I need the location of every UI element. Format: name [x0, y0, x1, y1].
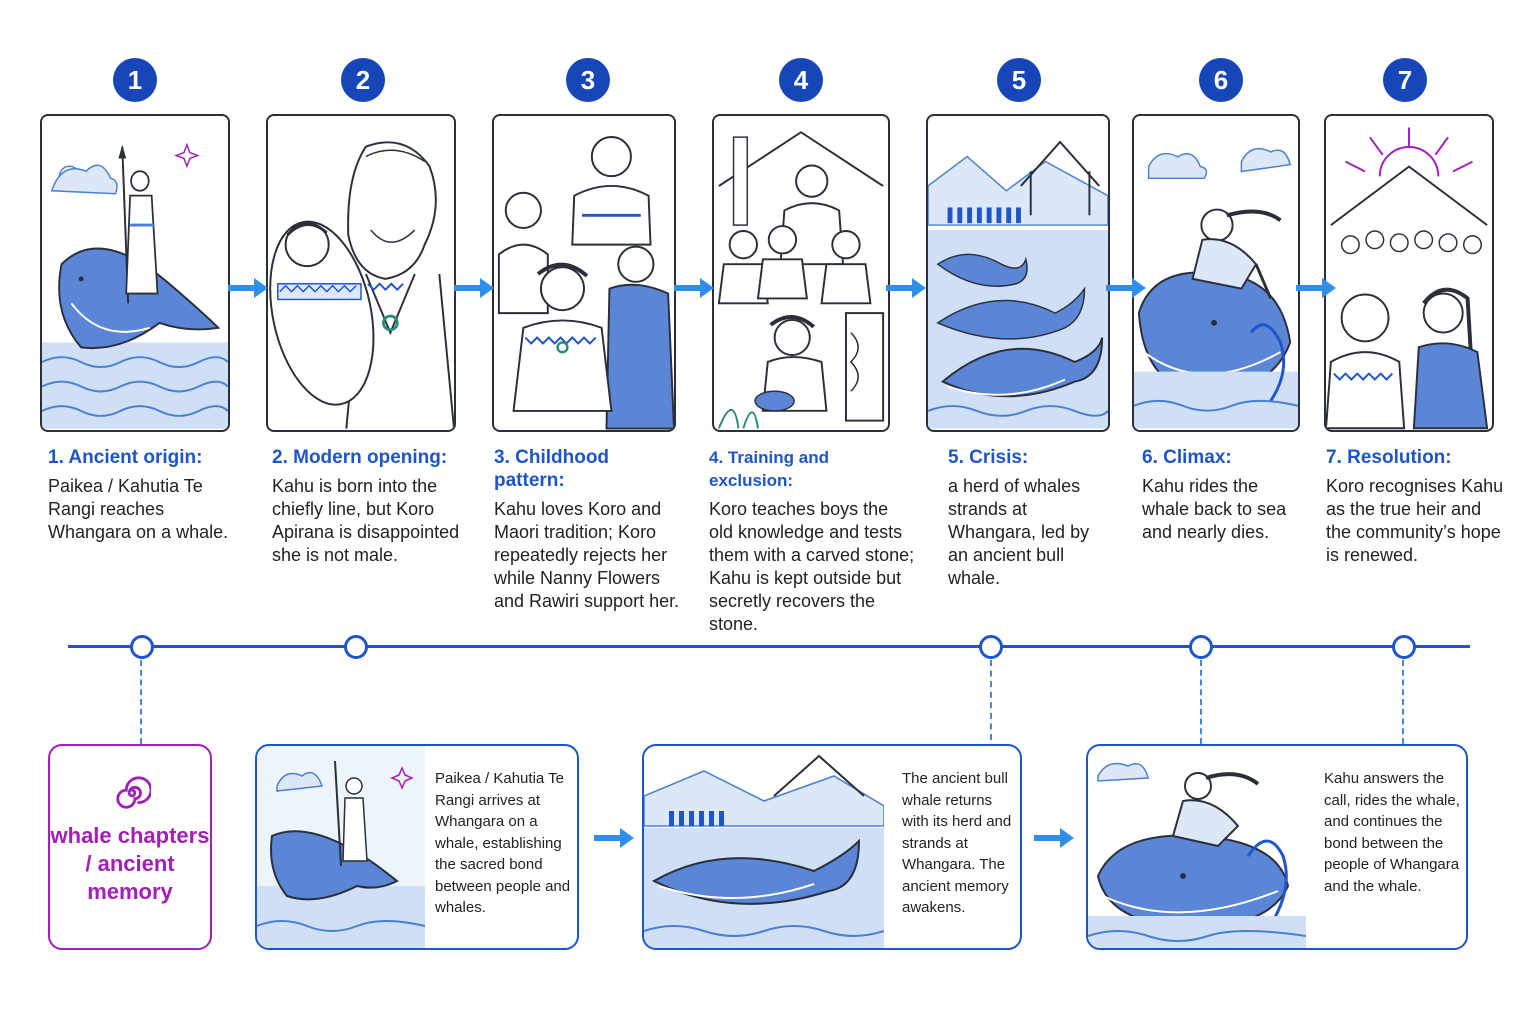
caption-step-1: 1. Ancient origin: Paikea / Kahutia Te R…	[48, 446, 238, 544]
timeline-node-5	[979, 635, 1003, 659]
step-badge-3: 3	[566, 58, 610, 102]
caption-step-6: 6. Climax: Kahu rides the whale back to …	[1142, 446, 1302, 544]
arrow-right-icon	[886, 278, 926, 298]
caption-body: Koro recognises Kahu as the true heir an…	[1326, 476, 1504, 565]
caption-title: 6. Climax:	[1142, 447, 1232, 468]
spiral-icon	[116, 776, 151, 809]
timeline-node-6	[1189, 635, 1213, 659]
caption-body: a herd of whales strands at Whangara, le…	[948, 476, 1090, 588]
paikea-whale-illustration	[42, 142, 228, 429]
panel-childhood	[492, 114, 676, 432]
timeline-line	[68, 645, 1470, 648]
timeline-node-1	[130, 635, 154, 659]
step-badge-1: 1	[113, 58, 157, 102]
step-badge-2: 2	[341, 58, 385, 102]
kahu-rides-whale-illustration	[1134, 148, 1298, 429]
family-illustration	[497, 136, 674, 430]
kahu-birth-illustration	[269, 141, 454, 429]
caption-title: 3. Childhood pattern:	[494, 447, 610, 491]
recognition-illustration	[1326, 127, 1489, 430]
whale-card-text: Paikea / Kahutia Te Rangi arrives at Wha…	[435, 770, 571, 916]
connector-dashed	[1200, 660, 1202, 744]
step-badge-4: 4	[779, 58, 823, 102]
step-badge-6: 6	[1199, 58, 1243, 102]
connector-dashed	[140, 660, 142, 744]
caption-title: 4. Training and exclusion:	[709, 448, 829, 490]
panel-resolution	[1324, 114, 1494, 432]
caption-step-5: 5. Crisis: a herd of whales strands at W…	[948, 446, 1098, 590]
legend-box: whale chapters / ancient memory	[48, 744, 212, 950]
whale-card-1: Paikea / Kahutia Te Rangi arrives at Wha…	[255, 744, 579, 950]
caption-title: 5. Crisis:	[948, 447, 1029, 468]
kahu-whale-thumbnail	[1088, 762, 1306, 948]
panel-modern-opening	[266, 114, 456, 432]
whale-card-3: Kahu answers the call, rides the whale, …	[1086, 744, 1468, 950]
caption-step-4: 4. Training and exclusion: Koro teaches …	[709, 446, 915, 636]
arrow-right-icon	[594, 828, 634, 848]
legend-label: whale chapters / ancient memory	[50, 823, 210, 904]
whale-card-text: The ancient bull whale returns with its …	[902, 770, 1012, 916]
whale-card-text: Kahu answers the call, rides the whale, …	[1324, 770, 1460, 895]
whale-card-2: The ancient bull whale returns with its …	[642, 744, 1022, 950]
timeline-node-2	[344, 635, 368, 659]
panel-ancient-origin	[40, 114, 230, 432]
arrow-right-icon	[674, 278, 714, 298]
panel-crisis	[926, 114, 1110, 432]
caption-title: 2. Modern opening:	[272, 447, 448, 468]
arrow-right-icon	[228, 278, 268, 298]
caption-body: Koro teaches boys the old knowledge and …	[709, 499, 915, 634]
stranded-whales-illustration	[928, 140, 1108, 429]
timeline-node-7	[1392, 635, 1416, 659]
caption-step-3: 3. Childhood pattern: Kahu loves Koro an…	[494, 446, 684, 613]
caption-body: Kahu loves Koro and Maori tradition; Kor…	[494, 499, 680, 611]
arrow-right-icon	[1034, 828, 1074, 848]
arrow-right-icon	[1296, 278, 1336, 298]
caption-body: Kahu is born into the chiefly line, but …	[272, 476, 460, 565]
caption-body: Paikea / Kahutia Te Rangi reaches Whanga…	[48, 476, 229, 542]
step-badge-5: 5	[997, 58, 1041, 102]
connector-dashed	[1402, 660, 1404, 744]
paikea-whale-thumbnail	[257, 746, 425, 948]
teaching-illustration	[717, 131, 885, 429]
caption-body: Kahu rides the whale back to sea and nea…	[1142, 476, 1287, 542]
step-badge-7: 7	[1383, 58, 1427, 102]
panel-training	[712, 114, 890, 432]
arrow-right-icon	[454, 278, 494, 298]
caption-step-2: 2. Modern opening: Kahu is born into the…	[272, 446, 462, 567]
caption-title: 1. Ancient origin:	[48, 447, 203, 468]
connector-dashed	[990, 660, 992, 740]
caption-title: 7. Resolution:	[1326, 447, 1452, 468]
caption-step-7: 7. Resolution: Koro recognises Kahu as t…	[1326, 446, 1506, 567]
stranded-whale-thumbnail	[644, 754, 884, 948]
arrow-right-icon	[1106, 278, 1146, 298]
panel-climax	[1132, 114, 1300, 432]
